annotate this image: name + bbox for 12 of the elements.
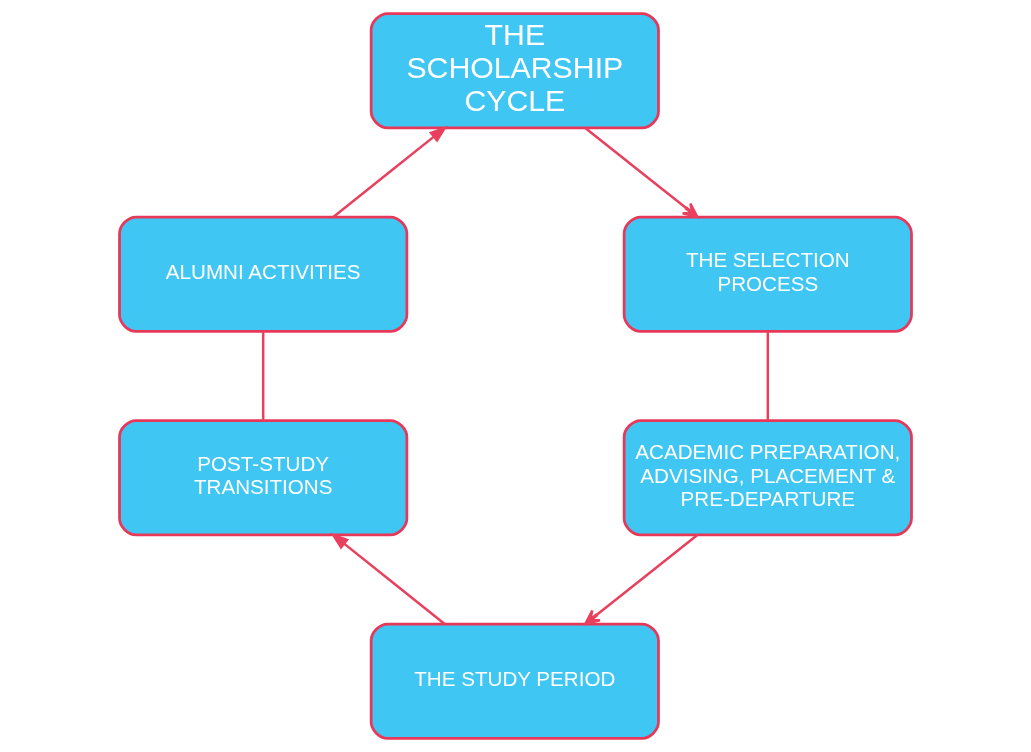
connector <box>261 331 265 421</box>
node-box: THE SCHOLARSHIP CYCLE <box>369 12 660 130</box>
node-box: THE SELECTION PROCESS <box>622 215 913 333</box>
node-box: ACADEMIC PREPARATION, ADVISING, PLACEMENT & PRE-DEPARTURE <box>622 419 913 537</box>
arrow <box>584 127 699 219</box>
connector <box>766 331 770 421</box>
arrow <box>330 532 446 625</box>
node-box: THE STUDY PERIOD <box>369 622 660 740</box>
node-box: ALUMNI ACTIVITIES <box>118 215 409 333</box>
node-box: POST-STUDY TRANSITIONS <box>118 419 409 537</box>
arrow <box>332 125 448 218</box>
arrow <box>584 534 699 626</box>
